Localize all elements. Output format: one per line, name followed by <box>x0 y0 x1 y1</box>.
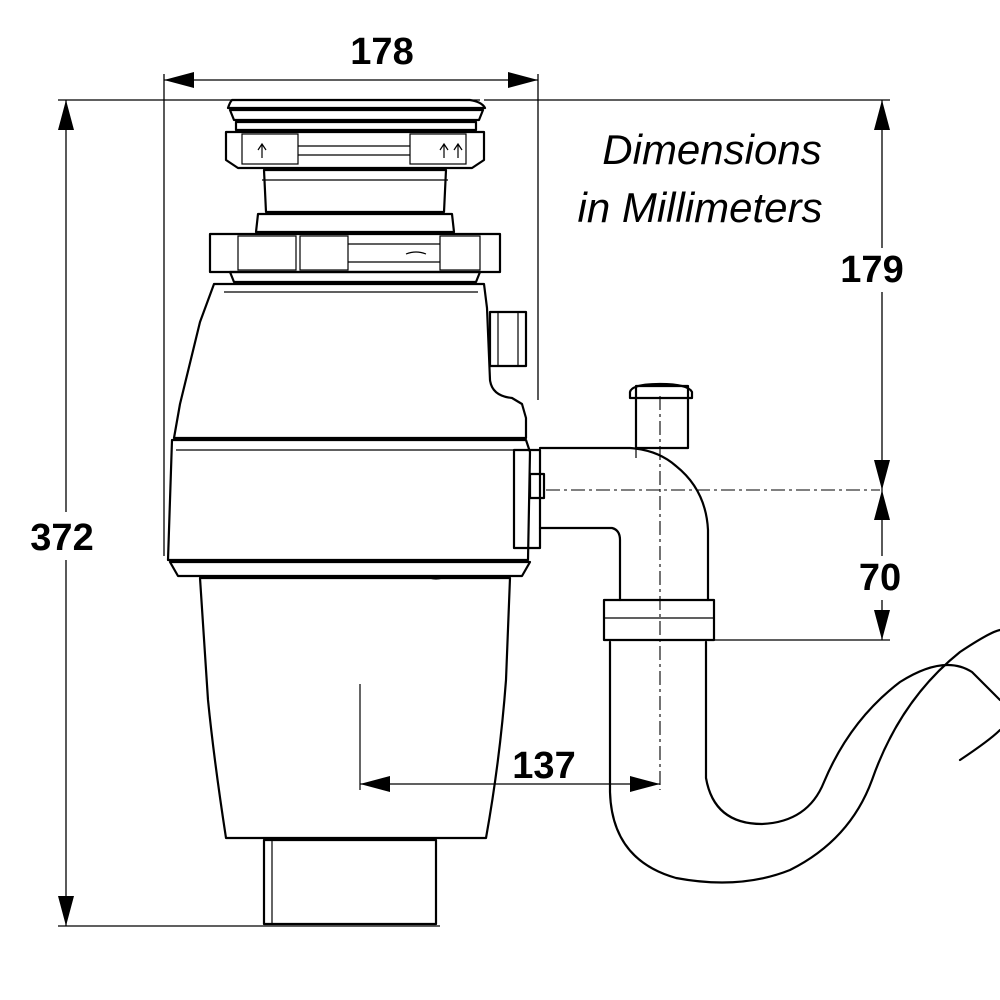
lower-housing <box>198 576 512 840</box>
p-trap <box>608 628 1000 884</box>
dimension-label-outlet-drop: 70 <box>859 557 901 599</box>
mounting-ring <box>224 130 486 170</box>
discharge-pipe <box>538 382 716 642</box>
mounting-lugs <box>208 232 502 284</box>
units-note-line2: in Millimeters <box>577 184 822 231</box>
dimension-label-center-offset: 137 <box>512 745 575 787</box>
slip-nut <box>602 598 716 642</box>
dimension-label-total-height: 372 <box>30 517 93 559</box>
center-lines <box>359 396 880 790</box>
dimension-label-top-to-outlet: 179 <box>840 249 903 291</box>
dimension-outlet-drop: 70 <box>714 490 912 641</box>
dishwasher-inlet <box>488 310 528 368</box>
motor-housing <box>166 438 546 580</box>
units-note-line1: Dimensions <box>602 126 821 173</box>
dimension-top-to-outlet: 179 <box>484 99 920 490</box>
dimension-center-offset: 137 <box>360 745 660 792</box>
dimension-label-width: 178 <box>350 31 413 73</box>
sink-flange <box>226 98 487 110</box>
units-note: Dimensions in Millimeters <box>577 126 822 231</box>
disposer-neck <box>254 168 456 234</box>
disposer-unit <box>166 98 546 926</box>
dimension-total-height: 372 <box>18 99 480 927</box>
upper-housing <box>172 282 528 440</box>
dimension-width: 178 <box>163 31 539 556</box>
bottom-stub <box>262 838 438 926</box>
